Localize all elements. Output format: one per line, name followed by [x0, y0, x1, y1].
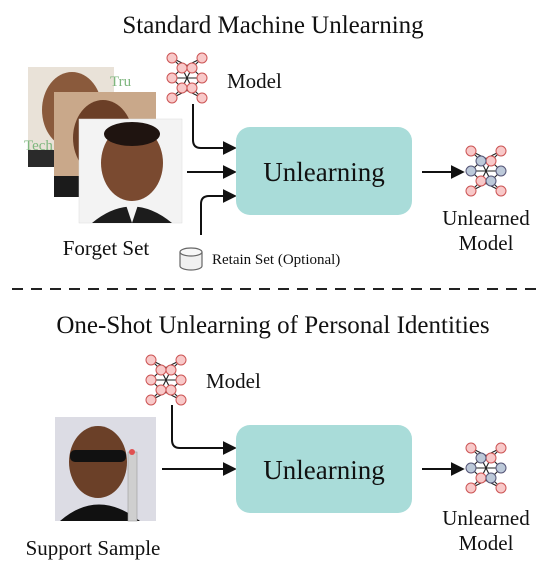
bottom-model-arrow	[171, 405, 237, 455]
support-sample-image	[55, 417, 156, 522]
top-unlearned-model-icon	[465, 145, 507, 197]
svg-text:Tech: Tech	[24, 138, 53, 154]
top-unlearning-box	[236, 127, 412, 215]
bottom-unlearning-box	[236, 425, 412, 513]
bottom-model-label: Model	[206, 369, 261, 393]
support-sample-label: Support Sample	[26, 536, 161, 560]
bottom-title: One-Shot Unlearning of Personal Identiti…	[56, 312, 489, 339]
retain-set-label: Retain Set (Optional)	[212, 252, 340, 268]
bottom-unlearned-label-line2: Model	[459, 531, 514, 555]
top-model-label: Model	[227, 69, 282, 93]
top-unlearning-label: Unlearning	[263, 157, 384, 187]
forget-set-label: Forget Set	[63, 236, 150, 260]
top-unlearned-label-line1: Unlearned	[442, 206, 530, 230]
top-model-network-icon	[166, 52, 208, 104]
top-title: Standard Machine Unlearning	[122, 12, 424, 39]
bottom-unlearned-label-line1: Unlearned	[442, 506, 530, 530]
bottom-unlearning-label: Unlearning	[263, 455, 384, 485]
top-model-arrow	[192, 104, 237, 155]
top-unlearned-label-line2: Model	[459, 231, 514, 255]
bottom-unlearned-model-icon	[465, 442, 507, 494]
svg-text:Tru: Tru	[110, 74, 132, 90]
top-retain-arrow	[200, 189, 237, 235]
forget-set-images: Tru Tech	[24, 67, 183, 224]
database-icon	[179, 247, 203, 271]
bottom-model-network-icon	[145, 354, 187, 406]
